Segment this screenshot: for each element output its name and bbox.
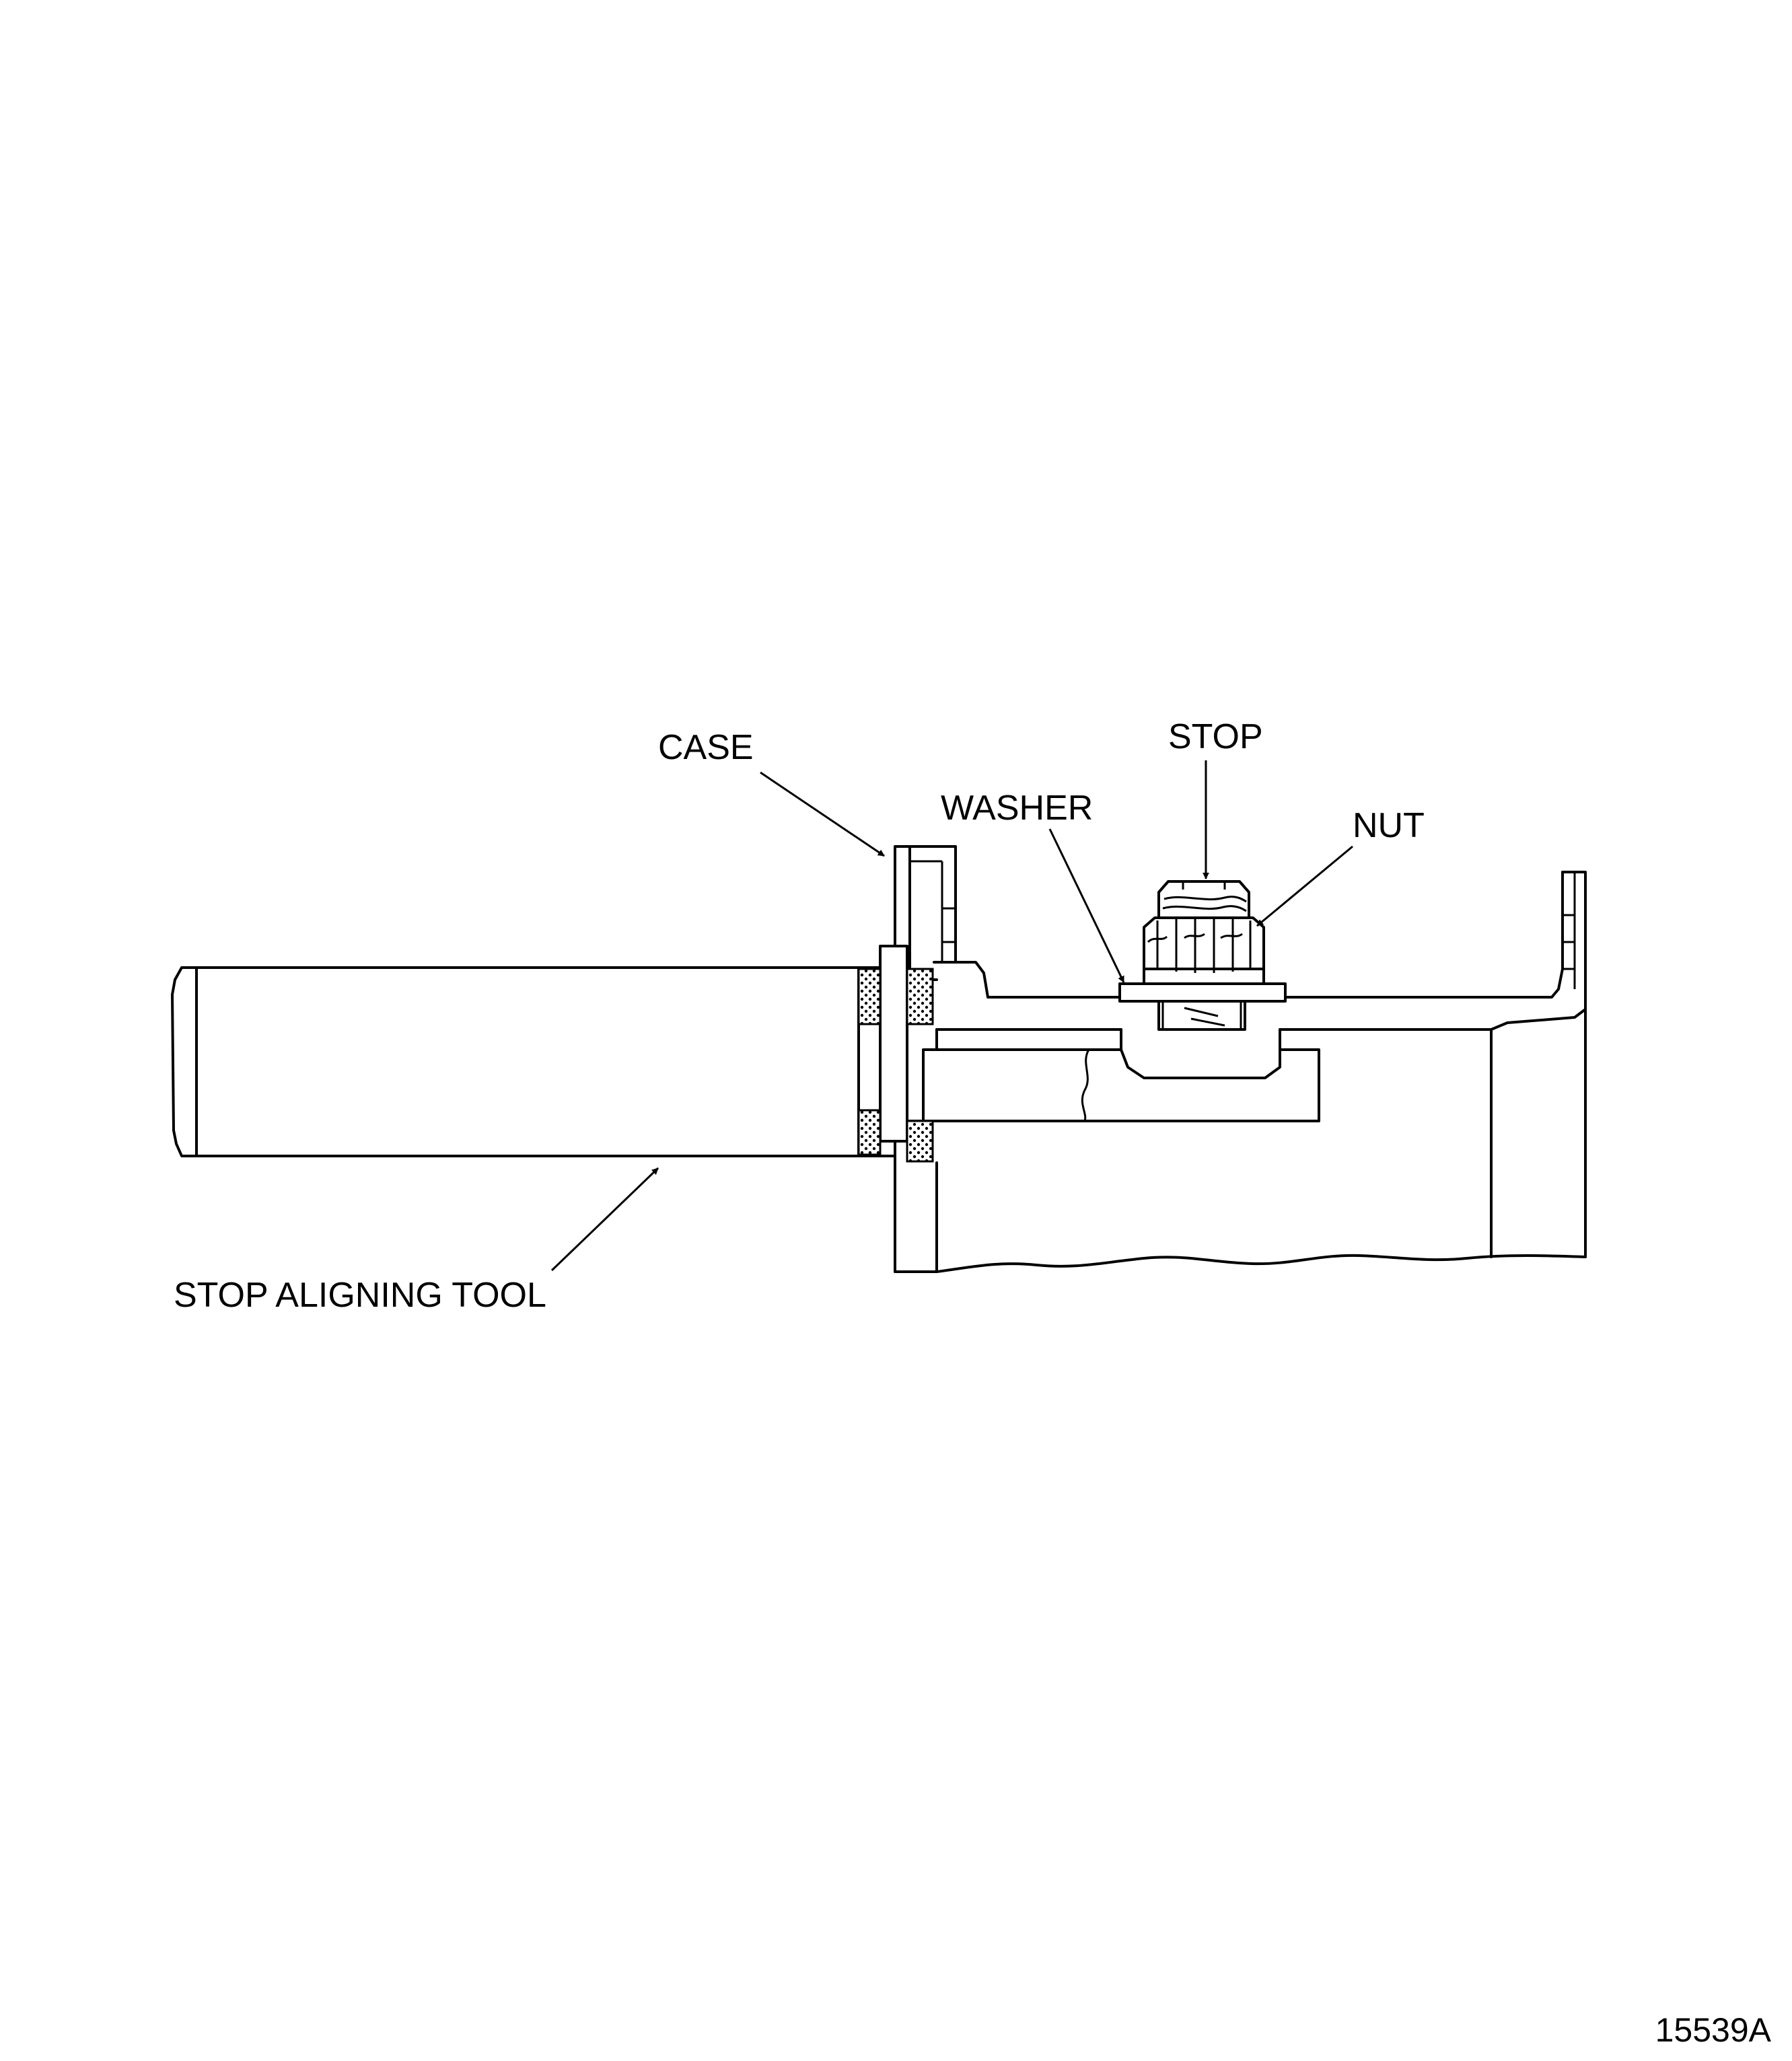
stop-aligning-tool — [171, 945, 938, 1157]
leader-case — [760, 771, 885, 857]
case-housing — [894, 845, 1587, 1273]
leader-nut — [1256, 845, 1353, 927]
nut — [1143, 916, 1265, 985]
label-nut: NUT — [1353, 806, 1425, 845]
label-washer: WASHER — [941, 789, 1093, 828]
label-case: CASE — [658, 728, 754, 767]
figure-number: 15539A — [1655, 2011, 1772, 2049]
seal-upper-right — [906, 968, 934, 1025]
seal-lower-left — [857, 1109, 882, 1156]
label-stop-aligning-tool: STOP ALIGNING TOOL — [174, 1276, 546, 1315]
seal-lower-right — [906, 1120, 934, 1163]
leader-stop-aligning-tool — [550, 1167, 659, 1272]
leader-washer — [1048, 828, 1125, 983]
label-stop: STOP — [1168, 717, 1263, 756]
stop-head — [1120, 1028, 1281, 1079]
stop-shank — [1157, 1000, 1246, 1031]
seal-upper-left — [857, 968, 882, 1025]
washer — [1118, 982, 1287, 1003]
stop-top — [1157, 880, 1250, 919]
